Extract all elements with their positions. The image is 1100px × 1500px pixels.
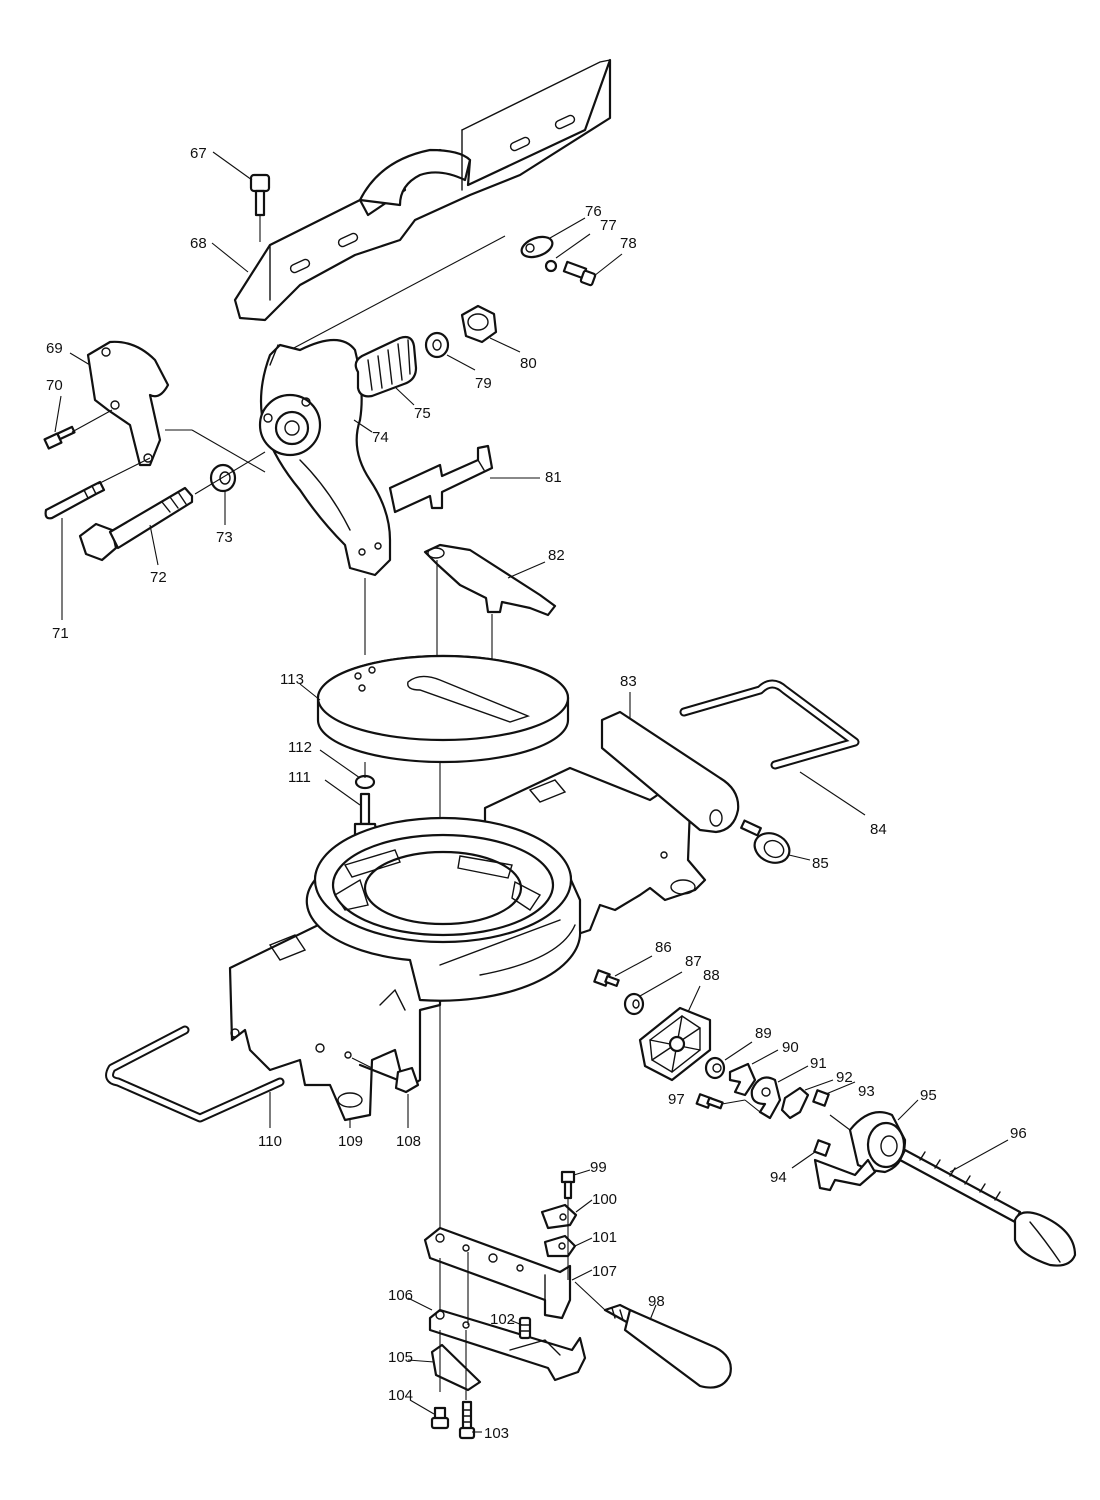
pin-102-part [518, 1316, 532, 1340]
label-84: 84 [870, 821, 887, 838]
label-113: 113 [280, 671, 304, 688]
label-87: 87 [685, 953, 702, 970]
label-101: 101 [592, 1229, 617, 1246]
plate-88-part [638, 1006, 712, 1082]
label-77: 77 [600, 217, 617, 234]
label-102: 102 [490, 1311, 515, 1328]
label-105: 105 [388, 1349, 413, 1366]
arm-holder-part [258, 339, 392, 577]
label-106: 106 [388, 1287, 413, 1304]
label-108: 108 [396, 1133, 421, 1150]
grip-95-part [813, 1111, 907, 1192]
label-104: 104 [388, 1387, 413, 1404]
label-71: 71 [52, 625, 69, 642]
clip-105-part [430, 1343, 482, 1392]
label-79: 79 [475, 375, 492, 392]
label-96: 96 [1010, 1125, 1027, 1142]
spring-part [354, 335, 418, 398]
plate-101-part [543, 1234, 577, 1258]
bracket-lower-part [428, 1308, 587, 1382]
label-112: 112 [288, 739, 312, 756]
label-97: 97 [668, 1091, 685, 1108]
label-100: 100 [592, 1191, 617, 1208]
bolt-99-part [560, 1170, 576, 1200]
label-110: 110 [258, 1133, 282, 1150]
plate-82-part [423, 543, 557, 617]
block-94-part [813, 1139, 831, 1157]
label-92: 92 [836, 1069, 853, 1086]
label-99: 99 [590, 1159, 607, 1176]
label-69: 69 [46, 340, 63, 357]
washer-87-part [623, 992, 645, 1016]
label-91: 91 [810, 1055, 827, 1072]
fence-81-part [388, 444, 494, 514]
screw-97-part [695, 1093, 724, 1110]
label-98: 98 [648, 1293, 665, 1310]
label-74: 74 [372, 429, 389, 446]
label-89: 89 [755, 1025, 772, 1042]
washer-nut-79-80-parts [424, 304, 498, 359]
label-95: 95 [920, 1087, 937, 1104]
guide-fence-part [233, 58, 612, 322]
label-109: 109 [338, 1133, 363, 1150]
label-70: 70 [46, 377, 63, 394]
label-78: 78 [620, 235, 637, 252]
label-75: 75 [414, 405, 431, 422]
fence-clamp-76-78-parts [520, 235, 597, 287]
bolt-86-part [593, 969, 620, 987]
sub-fence-83-part [600, 710, 740, 834]
bolt-72-part [78, 486, 194, 562]
knob-85-part [740, 819, 791, 864]
label-107: 107 [592, 1263, 617, 1280]
lever-90-part [728, 1062, 757, 1097]
plate-91-part [750, 1076, 782, 1120]
label-88: 88 [703, 967, 720, 984]
bracket-upper-part [423, 1226, 572, 1320]
label-85: 85 [812, 855, 829, 872]
rod-110-part [105, 1025, 285, 1123]
stopper-92-part [780, 1086, 810, 1120]
base-part [228, 766, 707, 1122]
label-83: 83 [620, 673, 637, 690]
screw-103-part [458, 1400, 476, 1440]
label-90: 90 [782, 1039, 799, 1056]
plate-100-part [540, 1203, 578, 1230]
label-67: 67 [190, 145, 207, 162]
label-103: 103 [484, 1425, 509, 1442]
handle-98-part [603, 1303, 732, 1389]
rod-84-part [679, 679, 860, 770]
label-81: 81 [545, 469, 562, 486]
cover-69-part [86, 340, 170, 467]
label-68: 68 [190, 235, 207, 252]
turntable-113-part [316, 654, 570, 764]
pin-71-part [44, 480, 106, 520]
wing-bolt-108-part [358, 1063, 420, 1094]
label-76: 76 [585, 203, 602, 220]
block-93-part [812, 1089, 830, 1107]
label-111: 111 [288, 769, 311, 786]
label-72: 72 [150, 569, 167, 586]
handle-96-part [898, 1148, 1077, 1267]
bolt-104-part [430, 1406, 450, 1430]
label-82: 82 [548, 547, 565, 564]
screw-70-part [43, 425, 76, 450]
label-80: 80 [520, 355, 537, 372]
label-86: 86 [655, 939, 672, 956]
washer-73-part [209, 463, 237, 493]
label-93: 93 [858, 1083, 875, 1100]
bolt-67-part [249, 173, 271, 217]
washer-89-part [704, 1056, 726, 1080]
label-73: 73 [216, 529, 233, 546]
label-94: 94 [770, 1169, 787, 1186]
